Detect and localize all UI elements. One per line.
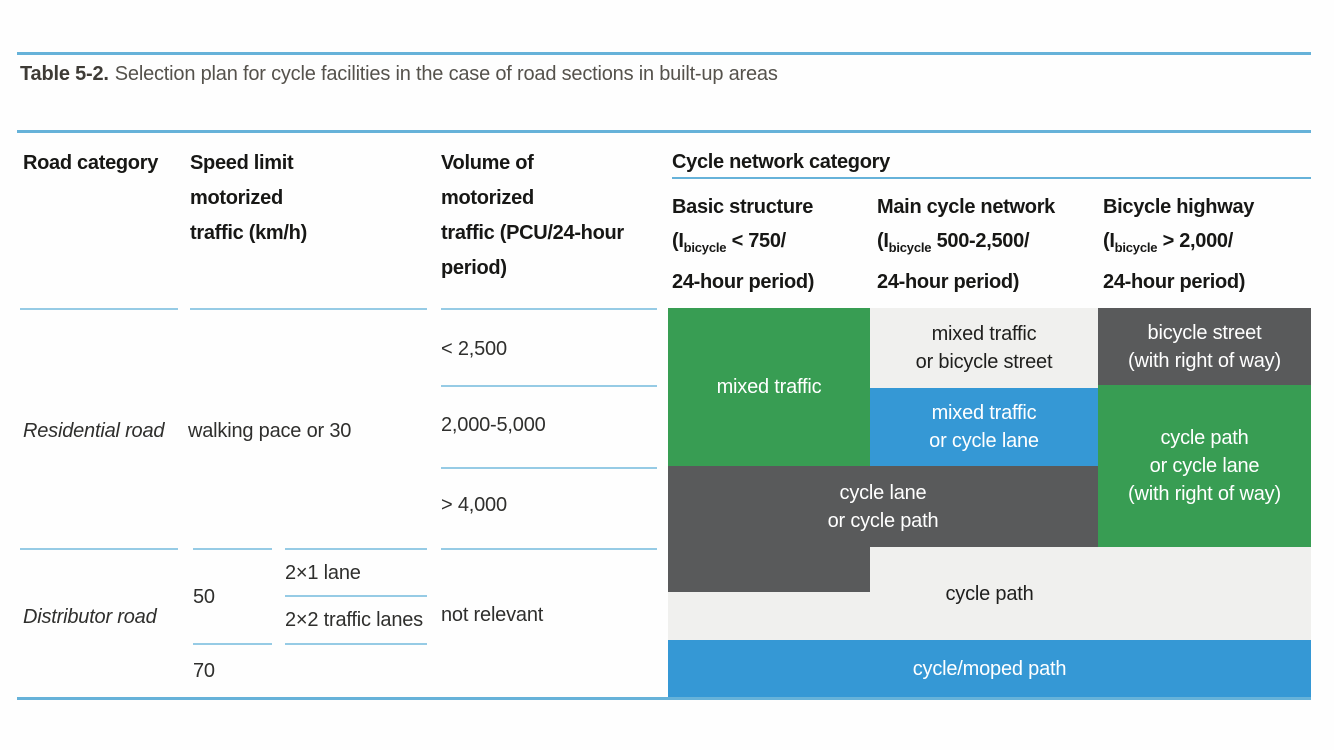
- cell-bicycle-street: bicycle street (with right of way): [1098, 308, 1311, 385]
- header-line: 24-hour period): [1103, 271, 1246, 293]
- top-divider: [17, 52, 1311, 55]
- cell-speed-70: 70: [193, 660, 215, 682]
- row-divider: [285, 643, 427, 645]
- row-divider: [20, 548, 178, 550]
- table-top-divider: [17, 130, 1311, 133]
- cell-mixed-traffic: mixed traffic: [668, 308, 870, 466]
- cell-cycle-path: cycle path: [945, 582, 1034, 605]
- cell-cycle-lane-or-cycle-path: cycle lane or cycle path: [668, 466, 1098, 547]
- row-divider: [20, 308, 178, 310]
- header-line: Bicycle highway: [1103, 196, 1255, 218]
- header-line: Basic structure: [672, 196, 814, 218]
- cell-cycle-path-bg-basic: [668, 592, 870, 640]
- header-line: motorized: [190, 187, 283, 209]
- header-line: 24-hour period): [672, 271, 815, 293]
- subcolumn-header-basic-structure: Basic structure (Ibicycle < 750/ 24-hour…: [672, 190, 814, 299]
- row-divider: [193, 643, 272, 645]
- caption-text: Selection plan for cycle facilities in t…: [114, 63, 778, 85]
- cell-walking-pace-or-30: walking pace or 30: [188, 420, 352, 442]
- cell-volume-gt-4000: > 4,000: [441, 494, 507, 516]
- column-header-road-category: Road category: [23, 152, 159, 174]
- header-line: period): [441, 257, 507, 279]
- cell-distributor-road: Distributor road: [23, 606, 157, 628]
- cycle-network-underline: [672, 177, 1311, 179]
- cell-lane-2x1: 2×1 lane: [285, 562, 361, 584]
- header-line: traffic (km/h): [190, 222, 307, 244]
- header-line: (Ibicycle > 2,000/: [1103, 230, 1234, 255]
- subcolumn-header-main-cycle-network: Main cycle network (Ibicycle 500-2,500/ …: [877, 190, 1055, 299]
- column-header-speed-limit: Speed limit motorized traffic (km/h): [190, 146, 307, 251]
- cell-cycle-lane-extension: [668, 547, 870, 592]
- row-divider: [441, 467, 657, 469]
- header-line: Speed limit: [190, 152, 294, 174]
- header-line: (Ibicycle 500-2,500/: [877, 230, 1030, 255]
- row-divider: [441, 308, 657, 310]
- row-divider: [441, 548, 657, 550]
- caption-label: Table 5-2.: [20, 63, 109, 85]
- cell-not-relevant: not relevant: [441, 604, 544, 626]
- row-divider: [285, 548, 427, 550]
- subscript-bicycle: bicycle: [683, 240, 727, 255]
- row-divider: [193, 548, 272, 550]
- subcolumn-header-bicycle-highway: Bicycle highway (Ibicycle > 2,000/ 24-ho…: [1103, 190, 1254, 299]
- cell-mixed-traffic-or-cycle-lane: mixed traffic or cycle lane: [870, 388, 1098, 466]
- header-line: (Ibicycle < 750/: [672, 230, 786, 255]
- subscript-bicycle: bicycle: [888, 240, 932, 255]
- row-divider: [441, 385, 657, 387]
- header-line: 24-hour period): [877, 271, 1020, 293]
- cell-cycle-path-bg-main: [870, 547, 1311, 640]
- cell-volume-lt-2500: < 2,500: [441, 338, 507, 360]
- column-header-volume: Volume of motorized traffic (PCU/24-hour…: [441, 146, 624, 286]
- cell-cycle-moped-path: cycle/moped path: [668, 640, 1311, 697]
- header-line: traffic (PCU/24-hour: [441, 222, 624, 244]
- table-caption: Table 5-2.Selection plan for cycle facil…: [20, 63, 778, 86]
- row-divider: [190, 308, 427, 310]
- subscript-bicycle: bicycle: [1114, 240, 1158, 255]
- header-line: Main cycle network: [877, 196, 1055, 218]
- header-line: motorized: [441, 187, 534, 209]
- column-group-header-cycle-network: Cycle network category: [672, 151, 890, 173]
- cell-cycle-path-or-cycle-lane: cycle path or cycle lane (with right of …: [1098, 385, 1311, 547]
- cell-volume-2000-5000: 2,000-5,000: [441, 414, 546, 436]
- header-line: Volume of: [441, 152, 534, 174]
- cell-lane-2x2: 2×2 traffic lanes: [285, 609, 423, 631]
- row-divider: [285, 595, 427, 597]
- cell-residential-road: Residential road: [23, 420, 165, 442]
- cell-speed-50: 50: [193, 586, 215, 608]
- table-bottom-divider: [17, 697, 1311, 700]
- cell-mixed-traffic-or-bicycle-street: mixed traffic or bicycle street: [870, 308, 1098, 388]
